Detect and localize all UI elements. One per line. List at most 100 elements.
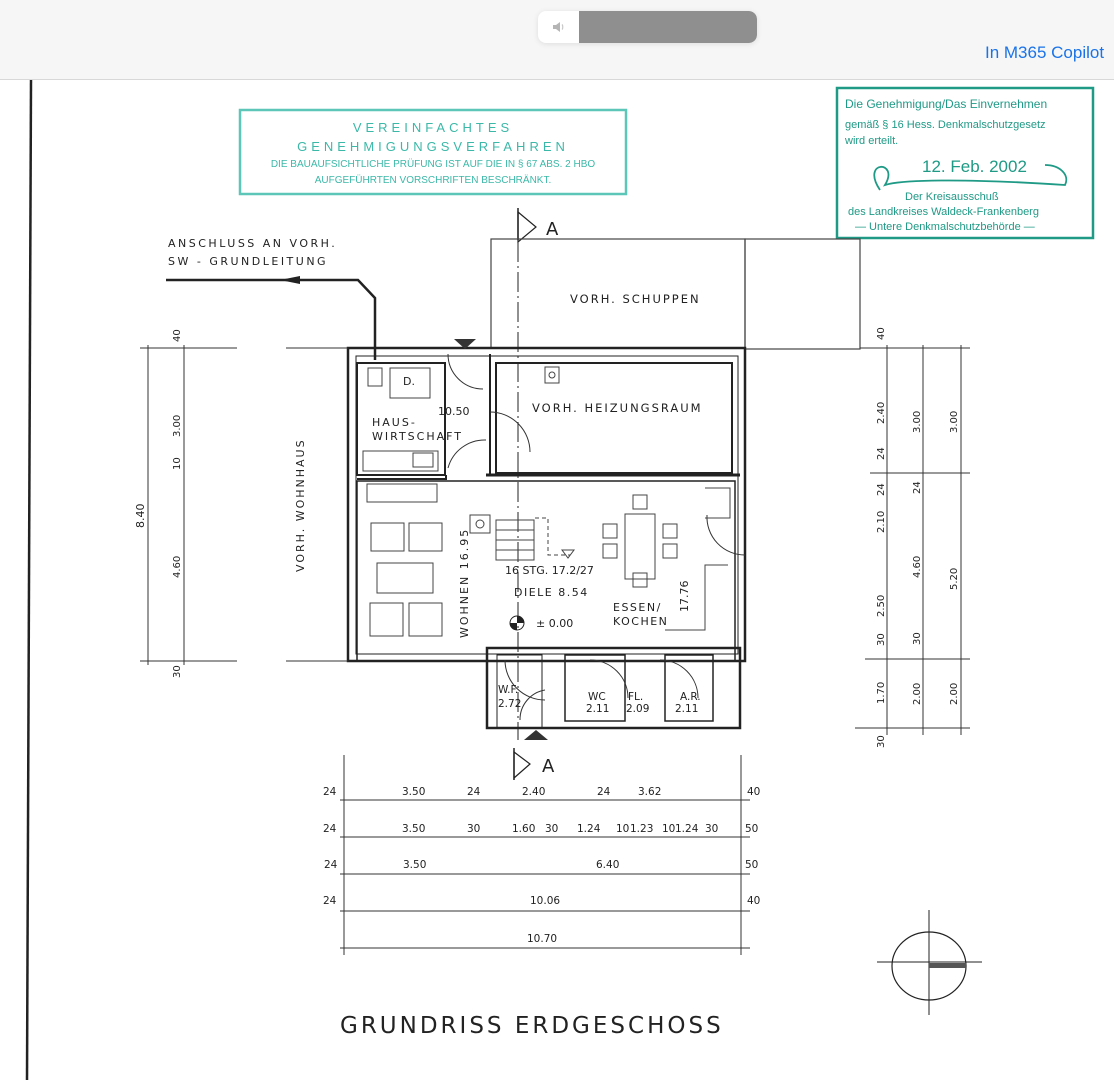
speaker-icon[interactable] [538,11,579,43]
svg-text:2.10: 2.10 [876,511,887,533]
svg-text:A: A [542,756,555,777]
section-marker-top: A [517,208,559,740]
svg-text:KOCHEN: KOCHEN [613,615,668,628]
svg-text:2.40: 2.40 [876,402,887,424]
svg-text:2.72: 2.72 [498,698,521,710]
dimensions-bottom [340,755,750,955]
svg-text:30: 30 [467,823,480,835]
level-marker: ± 0.00 [509,615,573,631]
svg-text:24: 24 [597,786,611,798]
svg-text:8.40: 8.40 [134,504,147,529]
svg-text:1.24: 1.24 [675,823,699,835]
building-walls [346,346,747,730]
svg-text:2.11: 2.11 [675,703,698,715]
dimensions-right: 40 2.40 24 24 2.10 2.50 30 1.70 30 3.00 … [855,327,970,748]
svg-text:3.00: 3.00 [912,411,923,433]
svg-text:VORH. SCHUPPEN: VORH. SCHUPPEN [570,292,701,306]
svg-text:2.11: 2.11 [586,703,609,715]
svg-text:3.62: 3.62 [638,786,661,798]
svg-text:gemäß § 16 Hess. Denkmalschutz: gemäß § 16 Hess. Denkmalschutzgesetz [845,119,1046,131]
svg-text:3.50: 3.50 [403,859,426,871]
room-schuppen: VORH. SCHUPPEN [490,238,861,350]
svg-text:2.09: 2.09 [626,703,649,715]
svg-text:24: 24 [324,859,338,871]
svg-text:2.40: 2.40 [522,786,545,798]
svg-text:4.60: 4.60 [912,556,923,578]
svg-text:10: 10 [662,823,675,835]
svg-text:3.50: 3.50 [402,823,425,835]
svg-text:30: 30 [705,823,718,835]
svg-text:3.00: 3.00 [172,415,183,437]
svg-text:SW - GRUNDLEITUNG: SW - GRUNDLEITUNG [168,255,328,268]
drawing-title: GRUNDRISS ERDGESCHOSS [340,1013,724,1039]
svg-text:Der Kreisausschuß: Der Kreisausschuß [905,191,999,203]
svg-text:24: 24 [467,786,481,798]
svg-text:24: 24 [323,823,337,835]
svg-text:24: 24 [323,895,337,907]
svg-text:A: A [546,219,559,240]
svg-text:10.70: 10.70 [527,933,557,945]
svg-text:40: 40 [876,327,887,340]
svg-text:1.60: 1.60 [512,823,535,835]
svg-text:1.23: 1.23 [630,823,653,835]
north-arrow-icon [877,910,982,1015]
media-progress-bar[interactable] [579,11,757,43]
viewer-toolbar: In M365 Copilot [0,0,1114,80]
svg-text:30: 30 [876,633,887,646]
svg-text:10.06: 10.06 [530,895,560,907]
svg-text:2.00: 2.00 [949,683,960,705]
entrance-marker-top [454,339,476,349]
svg-text:ANSCHLUSS AN VORH.: ANSCHLUSS AN VORH. [168,237,337,250]
svg-text:24: 24 [912,481,923,494]
svg-text:30: 30 [545,823,558,835]
approval-stamp-right: Die Genehmigung/Das Einvernehmen gemäß §… [835,86,1095,240]
svg-text:des Landkreises Waldeck-Franke: des Landkreises Waldeck-Frankenberg [848,206,1039,218]
svg-text:Die Genehmigung/Das Einvernehm: Die Genehmigung/Das Einvernehmen [845,97,1047,111]
svg-text:— Untere Denkmalschutzbehörde: — Untere Denkmalschutzbehörde — [855,221,1035,233]
svg-text:FL.: FL. [628,691,643,703]
svg-text:DIE BAUAUFSICHTLICHE PRÜFUNG I: DIE BAUAUFSICHTLICHE PRÜFUNG IST AUF DIE… [271,158,596,170]
svg-text:D.: D. [403,375,415,388]
svg-text:VORH. HEIZUNGSRAUM: VORH. HEIZUNGSRAUM [532,401,703,415]
svg-text:wird erteilt.: wird erteilt. [844,135,898,147]
media-control[interactable] [538,11,757,43]
sewer-annotation: ANSCHLUSS AN VORH. SW - GRUNDLEITUNG [166,237,377,360]
svg-text:40: 40 [747,895,760,907]
svg-text:ESSEN/: ESSEN/ [613,601,662,614]
door-swings [447,353,746,721]
svg-text:GENEHMIGUNGSVERFAHREN: GENEHMIGUNGSVERFAHREN [297,139,569,154]
svg-text:10.50: 10.50 [438,405,470,418]
svg-text:DIELE 8.54: DIELE 8.54 [514,586,589,599]
svg-text:16 STG. 17.2/27: 16 STG. 17.2/27 [505,564,594,577]
svg-text:30: 30 [876,735,887,748]
svg-text:2.00: 2.00 [912,683,923,705]
approval-stamp-left: VEREINFACHTES GENEHMIGUNGSVERFAHREN DIE … [238,108,628,196]
svg-text:W.F.: W.F. [498,684,518,696]
entrance-marker-bottom [524,730,548,740]
svg-text:50: 50 [745,859,758,871]
svg-text:17.76: 17.76 [678,581,691,613]
svg-text:WC: WC [588,691,606,703]
svg-text:10: 10 [172,457,183,470]
svg-text:4.60: 4.60 [172,556,183,578]
svg-text:VEREINFACHTES: VEREINFACHTES [353,120,513,135]
svg-text:40: 40 [747,786,760,798]
svg-text:1.70: 1.70 [876,682,887,704]
svg-text:HAUS-: HAUS- [372,416,417,429]
svg-text:24: 24 [876,483,887,496]
section-marker-bottom: A [513,748,555,780]
svg-text:WIRTSCHAFT: WIRTSCHAFT [372,430,463,443]
svg-text:1.24: 1.24 [577,823,601,835]
svg-text:WOHNEN 16.95: WOHNEN 16.95 [458,528,471,638]
svg-text:± 0.00: ± 0.00 [536,617,573,630]
svg-text:VORH. WOHNHAUS: VORH. WOHNHAUS [294,438,307,572]
svg-text:24: 24 [876,447,887,460]
svg-text:24: 24 [323,786,337,798]
svg-text:10: 10 [616,823,629,835]
svg-text:AUFGEFÜHRTEN VORSCHRIFTEN BESC: AUFGEFÜHRTEN VORSCHRIFTEN BESCHRÄNKT. [315,174,552,186]
furniture [362,366,731,637]
open-in-copilot-link[interactable]: In M365 Copilot [985,43,1105,62]
svg-text:50: 50 [745,823,758,835]
dimension-labels-bottom: 24 3.50 24 2.40 24 3.62 40 24 3.50 30 1.… [323,786,760,945]
floor-plan-document: VEREINFACHTES GENEHMIGUNGSVERFAHREN DIE … [0,80,1114,1080]
